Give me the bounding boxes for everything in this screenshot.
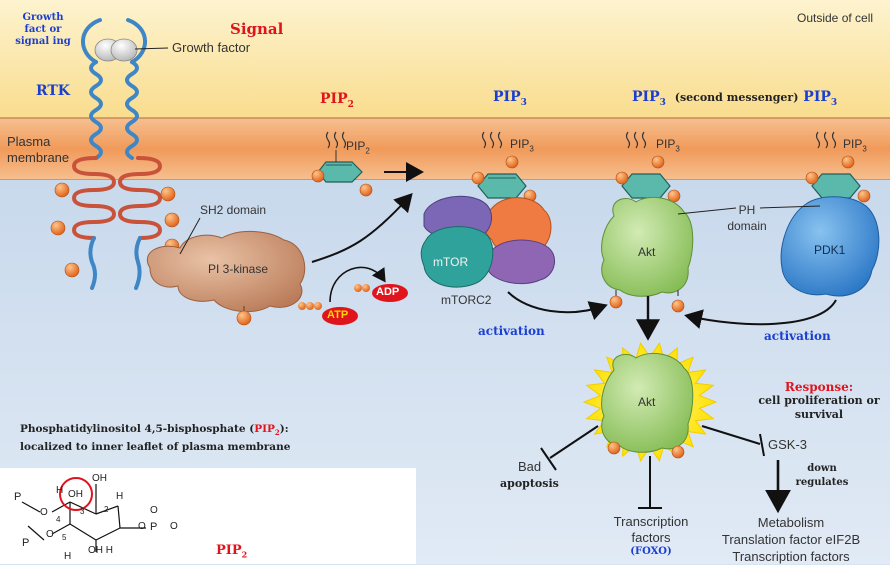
structure-o-left-top: O [40, 507, 48, 518]
adp-label: ADP [376, 286, 400, 298]
foxo-label: (FOXO) [630, 546, 672, 557]
outside-of-cell-label: Outside of cell [797, 11, 874, 25]
sh2-domain-label: SH2 domain [200, 203, 267, 217]
pip2-structure [21, 477, 146, 552]
structure-p-right: P [150, 521, 158, 533]
structure-p-left-top: P [14, 491, 22, 503]
atp-adp [298, 266, 408, 325]
growth-factor-signaling-label: Growth fact or signal ing [15, 12, 71, 47]
pdk1 [780, 196, 880, 297]
structure-o-left-bottom: O [46, 529, 54, 540]
lipid-label-pip2: PIP2 [346, 139, 370, 156]
structure-num-5: 5 [62, 533, 67, 542]
activation-left-label: activation [478, 324, 545, 338]
mtor-label: mTOR [433, 255, 469, 269]
structure-o-right-top: O [150, 505, 158, 516]
structure-h-right: H [116, 491, 124, 502]
lipid-pip2 [311, 131, 373, 197]
structure-oh-ring: OH [68, 489, 83, 500]
lipid-label-pip3-1: PIP3 [510, 137, 534, 154]
structure-h-bottom: H [64, 551, 72, 562]
pip2-caption: Phosphatidylinositol 4,5-bisphosphate (P… [20, 423, 291, 454]
signal-label: Signal [230, 20, 284, 38]
growth-factor [94, 38, 169, 62]
bad-label: Bad [518, 459, 542, 474]
structure-panel [0, 468, 416, 564]
header-pip3-second-messenger: PIP3 (second messenger) PIP3 [632, 89, 838, 108]
plasma-membrane [0, 118, 890, 180]
pathway-arrows [311, 162, 837, 341]
akt-label: Akt [638, 245, 656, 259]
extracellular-space [0, 0, 890, 118]
structure-o-right: O [138, 521, 146, 532]
response-label: Response: cell proliferation or survival [758, 380, 880, 421]
pi3-kinase [147, 217, 306, 326]
structure-num-3: 3 [80, 507, 85, 516]
downstream-edges [540, 425, 791, 514]
header-pip2: PIP2 [320, 91, 354, 110]
rtk-label: RTK [36, 83, 70, 99]
mtorc2-label: mTORC2 [441, 293, 492, 307]
pdk1-label: PDK1 [814, 243, 846, 257]
down-regulates-label: down regulates [795, 463, 849, 488]
rtk-receptor-right [117, 18, 163, 290]
structure-oh-top: OH [92, 473, 107, 484]
akt-membrane [601, 196, 694, 313]
structure-p-left-bottom: P [22, 537, 30, 549]
header-pip3: PIP3 [493, 89, 527, 108]
gsk3-label: GSK-3 [768, 437, 808, 452]
atp-label: ATP [327, 309, 349, 321]
structure-o-right-end: O [170, 521, 178, 532]
structure-num-4: 4 [56, 515, 61, 524]
ph-domain-pointers [677, 205, 821, 215]
mtorc2-complex [420, 195, 555, 288]
structure-h-left: H [56, 485, 64, 496]
metabolism-targets: Metabolism Translation factor eIF2B Tran… [721, 515, 861, 564]
akt-active-label: Akt [638, 395, 656, 409]
akt-activated [582, 342, 718, 462]
pi3-kinase-label: PI 3-kinase [208, 262, 269, 276]
ph-domain-label: PH domain [727, 203, 767, 233]
structure-pip2-label: PIP2 [216, 543, 248, 560]
transcription-factors-label: Transcription factors [613, 514, 689, 545]
growth-factor-label: Growth factor [172, 40, 251, 55]
apoptosis-label: apoptosis [500, 477, 559, 490]
lipid-label-pip3-3: PIP3 [843, 137, 867, 154]
lipid-pip3-akt [615, 131, 681, 203]
plasma-membrane-label: Plasma membrane [7, 134, 70, 165]
lipid-label-pip3-2: PIP3 [656, 137, 680, 154]
rtk-receptor-left [71, 18, 117, 290]
activation-right-label: activation [764, 329, 831, 343]
structure-num-2: 2 [104, 505, 109, 514]
structure-oh-bottom: OH H [88, 545, 113, 556]
